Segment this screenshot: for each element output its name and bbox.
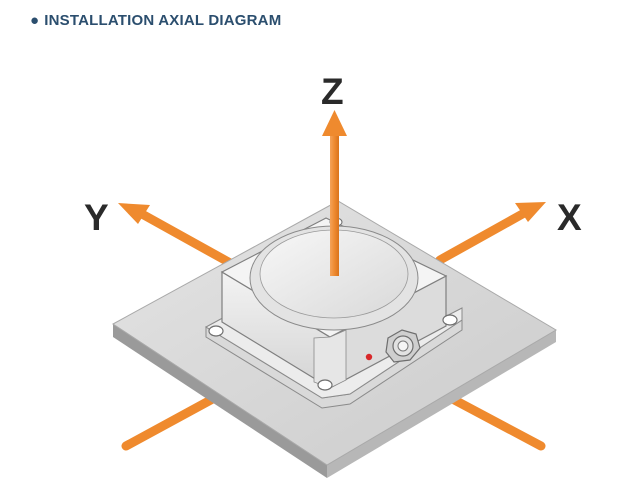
inclinometer-sensor-icon	[204, 217, 463, 409]
x-axis-upper-segment	[435, 207, 531, 265]
z-axis-label: Z	[321, 71, 344, 112]
z-axis-shaft	[330, 126, 339, 276]
cable-gland-icon	[385, 329, 421, 363]
z-axis-arrowhead	[322, 110, 347, 136]
x-axis-lower-segment	[442, 391, 546, 451]
axis-lower-segments	[121, 391, 546, 451]
plate-right-edge	[327, 330, 556, 478]
sensor-corner-bevel	[313, 329, 347, 389]
plate-left-edge	[113, 324, 327, 478]
y-axis-label: Y	[84, 197, 109, 238]
z-axis-arrow	[322, 110, 347, 276]
mounting-hole-front	[317, 379, 333, 391]
heading-title: INSTALLATION AXIAL DIAGRAM	[44, 12, 282, 29]
diagram-heading: ●INSTALLATION AXIAL DIAGRAM	[30, 12, 281, 29]
cable-gland-core	[397, 340, 409, 352]
axis-upper-segments	[118, 202, 546, 269]
y-axis-upper-segment	[137, 209, 237, 269]
y-axis-lower-segment	[121, 391, 223, 451]
mounting-hole-left	[208, 325, 224, 337]
x-axis-label: X	[557, 197, 582, 238]
heading-bullet: ●	[30, 12, 40, 29]
x-axis-arrowhead	[515, 202, 546, 222]
mounting-hole-right	[442, 314, 458, 326]
y-axis-arrowhead	[118, 203, 150, 224]
status-led-icon	[365, 353, 373, 361]
